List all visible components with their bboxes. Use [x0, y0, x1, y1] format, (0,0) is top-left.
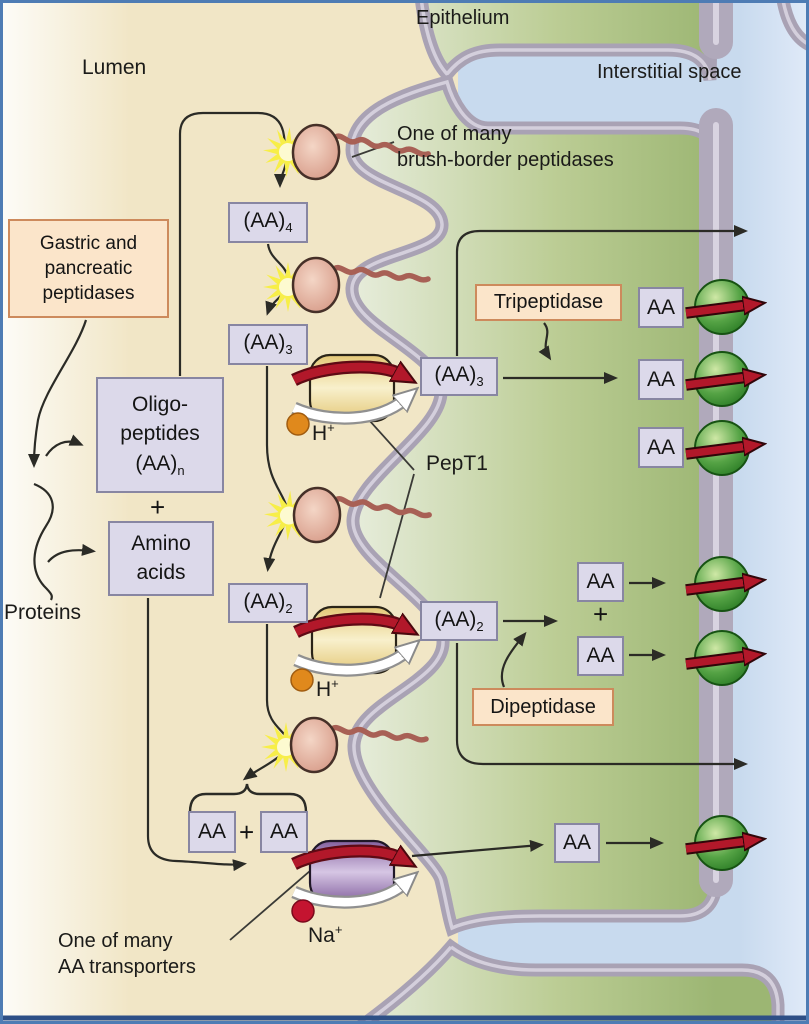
aa4-box: (AA)4	[228, 202, 308, 243]
aa3-base: (AA)	[243, 331, 286, 355]
aa-transporters-label-line2: AA transporters	[58, 956, 196, 978]
aa-box-mid-1: AA	[577, 562, 624, 602]
arrow-aa2-to-interstitial	[455, 643, 748, 770]
brush-border-label-line1: One of many	[397, 123, 512, 145]
amino-line2: acids	[136, 560, 186, 584]
aa3-sub: 3	[285, 342, 293, 358]
plus-mid: +	[593, 599, 609, 629]
gastric-peptidases-box: Gastric and pancreatic peptidases	[8, 219, 169, 318]
aa2-cell-box: (AA)2	[420, 601, 498, 641]
cell-connectors	[411, 225, 748, 858]
aa2-base: (AA)	[243, 589, 286, 613]
aa-box-right-3: AA	[638, 427, 684, 468]
aa-box-bottom-2: AA	[260, 811, 308, 853]
h-sup: +	[327, 420, 335, 435]
amino-line1: Amino	[131, 532, 191, 556]
dipeptidase-box: Dipeptidase	[472, 688, 614, 726]
brace-aa-aa	[188, 783, 308, 813]
lumen-label: Lumen	[82, 56, 147, 79]
oligo-line2: peptides	[120, 422, 200, 446]
aa-transporters-label-line1: One of many	[58, 930, 173, 952]
aa4-base: (AA)	[243, 209, 286, 233]
aa-box-bottom-1: AA	[188, 811, 236, 853]
aa3-base: (AA)	[434, 363, 477, 387]
interstitial-space-label: Interstitial space	[597, 61, 742, 83]
arrow-aa3-to-interstitial	[455, 225, 748, 356]
gastric-line1: Gastric and	[39, 232, 138, 254]
brush-border-label-line2: brush-border peptidases	[397, 149, 614, 171]
arrow-gastric-down	[28, 319, 88, 468]
proteins-fork	[33, 482, 54, 601]
na-ion-dot	[291, 899, 315, 923]
na-base: Na	[308, 924, 335, 947]
h-base: H	[312, 422, 328, 445]
aa2-sub: 2	[476, 619, 484, 635]
h-ion-label-upper: H+	[312, 420, 335, 446]
tripeptidase-box: Tripeptidase	[475, 284, 622, 321]
arrow-amino-to-transporter	[146, 598, 247, 872]
arrow-tripeptidase	[538, 322, 552, 361]
pointer-pept1-lower	[379, 473, 415, 599]
arrow-proteins-to-oligo	[45, 434, 84, 457]
dipeptidase-label: Dipeptidase	[490, 695, 596, 718]
na-sup: +	[334, 922, 343, 937]
aa3-cell-box: (AA)3	[420, 357, 498, 396]
arrow-proteins-to-amino	[47, 543, 96, 563]
h-ion-dot-lower	[290, 668, 314, 692]
oligo-formula: (AA)	[135, 451, 178, 475]
aa-box-right-1: AA	[638, 287, 684, 328]
arrow-transporter-to-aa	[411, 839, 544, 858]
tripeptidase-label: Tripeptidase	[493, 291, 604, 314]
gastric-line3: peptidases	[42, 283, 135, 305]
na-ion-label: Na+	[308, 922, 342, 948]
aa-box-mid-2: AA	[577, 636, 624, 676]
arrow-dipeptidase	[500, 631, 527, 688]
pointer-aa-transporter	[229, 863, 319, 941]
h-base: H	[316, 678, 332, 701]
pept1-label: PepT1	[426, 452, 488, 475]
epithelium-label: Epithelium	[416, 7, 510, 29]
aa2-lumen-box: (AA)2	[228, 583, 308, 623]
aa3-sub: 3	[476, 374, 484, 390]
plus-bottom: +	[239, 817, 255, 847]
aa3-lumen-box: (AA)3	[228, 324, 308, 365]
proteins-label: Proteins	[4, 601, 82, 624]
oligo-line1: Oligo-	[131, 392, 189, 416]
aa2-base: (AA)	[434, 607, 477, 631]
oligopeptides-box: Oligo- peptides (AA)n	[96, 377, 224, 493]
aa-box-right-2: AA	[638, 359, 684, 400]
h-ion-label-lower: H+	[316, 676, 339, 702]
arrow-oligo-to-peptidase1	[178, 111, 287, 376]
oligo-sub: n	[177, 462, 185, 478]
aa2-sub: 2	[285, 601, 293, 617]
h-ion-dot-upper	[286, 412, 310, 436]
amino-acids-box: Amino acids	[108, 521, 214, 596]
gastric-line2: pancreatic	[44, 257, 133, 279]
h-sup: +	[331, 676, 339, 691]
plus-oligo-amino: +	[150, 492, 166, 522]
aa-box-cell-bottom: AA	[554, 823, 600, 863]
aa4-sub: 4	[285, 220, 293, 236]
